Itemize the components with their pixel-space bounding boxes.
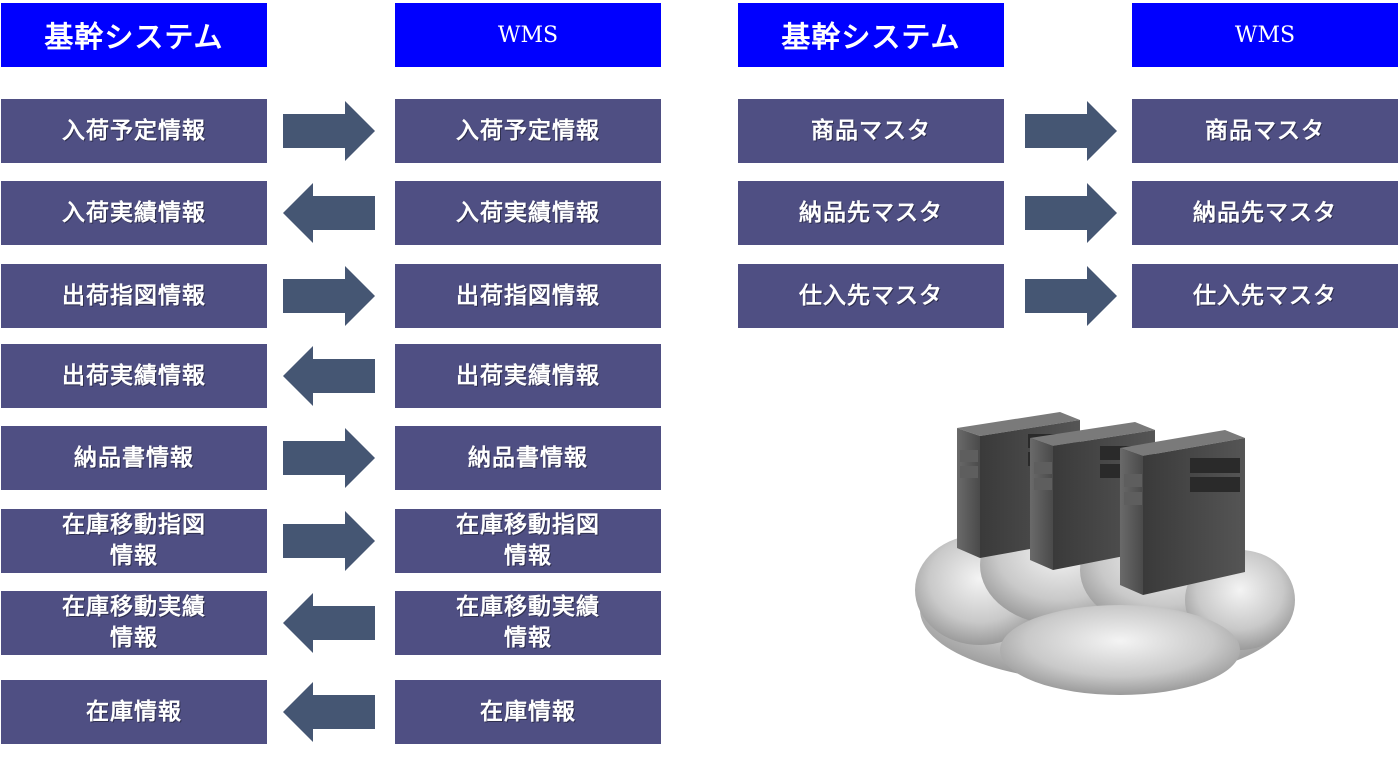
wms-item-arrival-plan: 入荷予定情報 (395, 99, 661, 163)
wms-header-left: WMS (395, 3, 661, 67)
core-item-supplier-master: 仕入先マスタ (738, 264, 1004, 328)
arrow-right-icon (1025, 266, 1117, 326)
wms-item-delivery-note: 納品書情報 (395, 426, 661, 490)
arrow-right-icon (283, 428, 375, 488)
core-item-inventory: 在庫情報 (1, 680, 267, 744)
wms-item-shipping-result: 出荷実績情報 (395, 344, 661, 408)
wms-item-shipping-order: 出荷指図情報 (395, 264, 661, 328)
wms-item-arrival-result: 入荷実績情報 (395, 181, 661, 245)
wms-item-supplier-master: 仕入先マスタ (1132, 264, 1398, 328)
wms-item-consignee-master: 納品先マスタ (1132, 181, 1398, 245)
wms-item-inventory: 在庫情報 (395, 680, 661, 744)
core-item-stock-move-order: 在庫移動指図 情報 (1, 509, 267, 573)
wms-item-stock-move-result: 在庫移動実績 情報 (395, 591, 661, 655)
arrow-left-icon (283, 593, 375, 653)
arrow-right-icon (283, 266, 375, 326)
wms-item-product-master: 商品マスタ (1132, 99, 1398, 163)
arrow-left-icon (283, 346, 375, 406)
core-item-shipping-result: 出荷実績情報 (1, 344, 267, 408)
core-item-consignee-master: 納品先マスタ (738, 181, 1004, 245)
arrow-right-icon (1025, 183, 1117, 243)
core-item-shipping-order: 出荷指図情報 (1, 264, 267, 328)
core-system-header-left: 基幹システム (1, 3, 267, 67)
core-item-product-master: 商品マスタ (738, 99, 1004, 163)
arrow-right-icon (1025, 101, 1117, 161)
core-item-arrival-plan: 入荷予定情報 (1, 99, 267, 163)
core-item-stock-move-result: 在庫移動実績 情報 (1, 591, 267, 655)
core-item-delivery-note: 納品書情報 (1, 426, 267, 490)
cloud-servers-icon (910, 400, 1300, 705)
arrow-right-icon (283, 511, 375, 571)
arrow-right-icon (283, 101, 375, 161)
core-system-header-right: 基幹システム (738, 3, 1004, 67)
server-3 (1120, 430, 1245, 595)
wms-item-stock-move-order: 在庫移動指図 情報 (395, 509, 661, 573)
arrow-left-icon (283, 682, 375, 742)
core-item-arrival-result: 入荷実績情報 (1, 181, 267, 245)
arrow-left-icon (283, 183, 375, 243)
wms-header-right: WMS (1132, 3, 1398, 67)
